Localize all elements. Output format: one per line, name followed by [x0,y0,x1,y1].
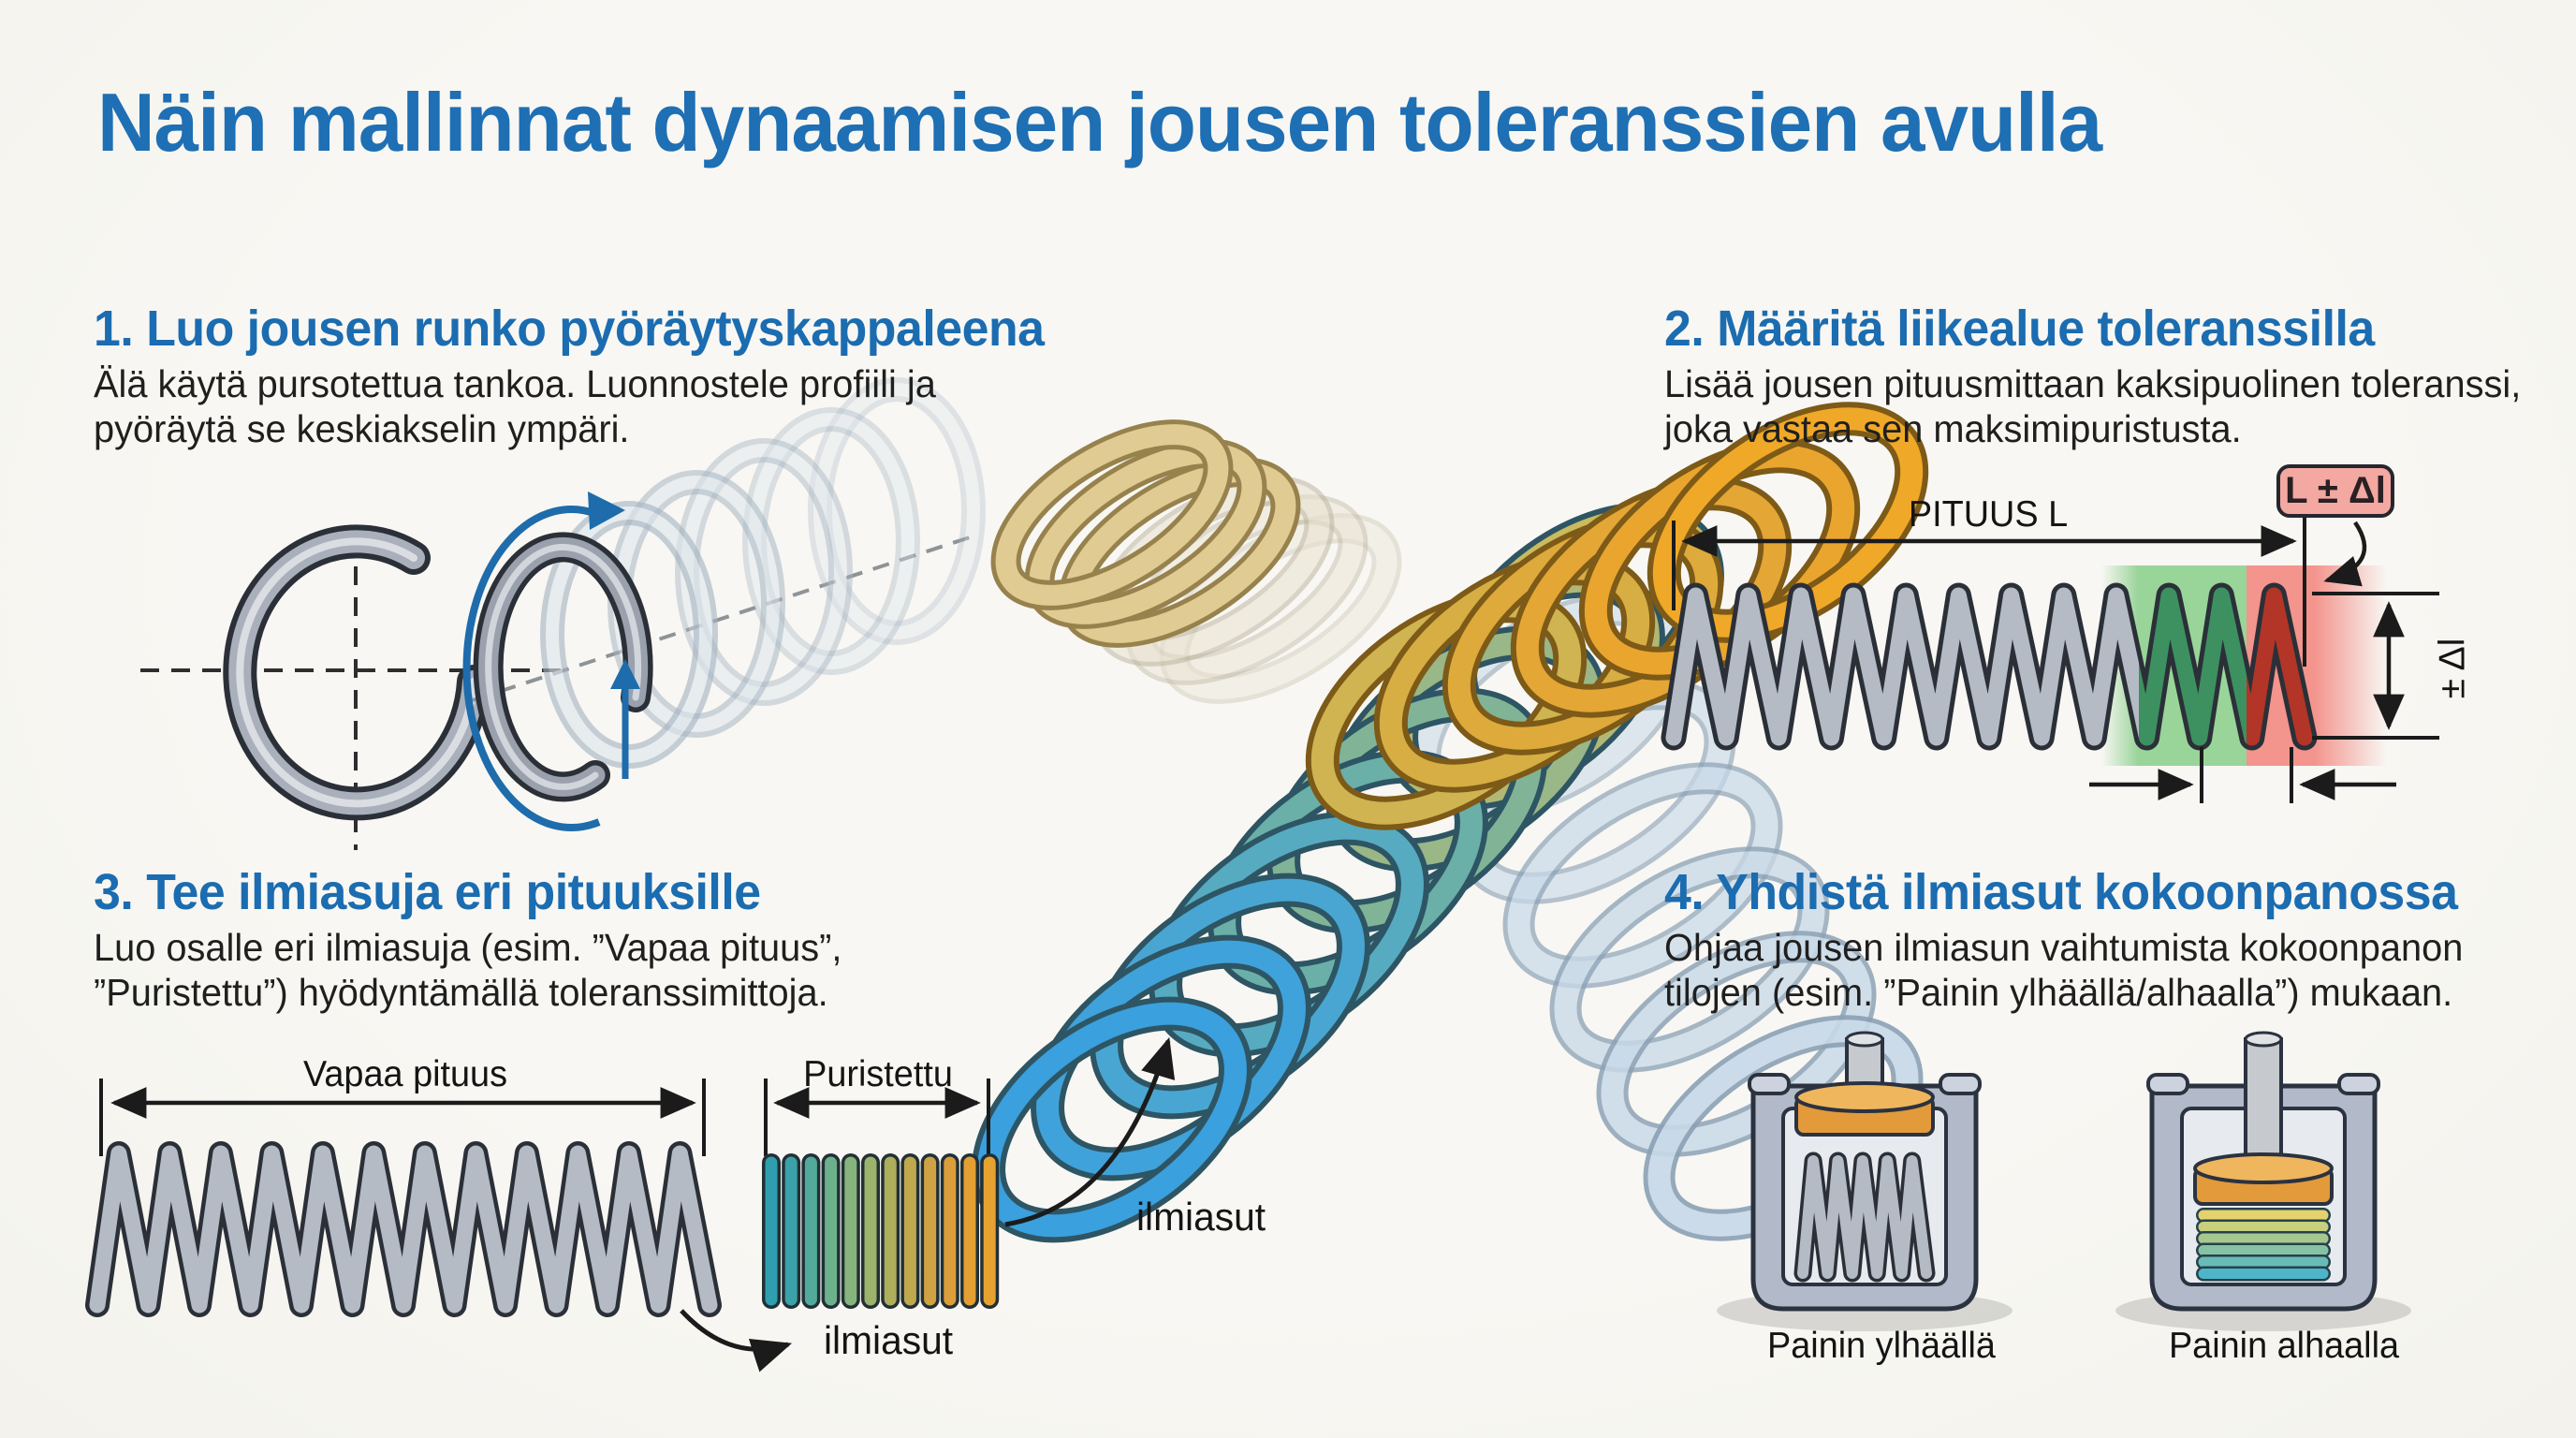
section-2-body: Lisää jousen pituusmittaan kaksipuolinen… [1664,361,2521,451]
section-4-body: Ohjaa jousen ilmiasun vaihtumista kokoon… [1664,925,2463,1015]
tolerance-vertical-label: ± Δl [2432,638,2473,699]
piston-up-label: Painin ylhäällä [1767,1326,1996,1366]
revolve-spring-diagram [462,377,986,831]
compressed-dimension-label: Puristettu [803,1054,953,1094]
assembly-diagram [1717,1031,2411,1331]
section-3-body: Luo osalle eri ilmiasuja (esim. ”Vapaa p… [94,925,842,1015]
section-2-heading: 2. Määritä liikealue toleranssilla [1664,301,2375,357]
section-3-heading: 3. Tee ilmiasuja eri pituuksille [94,864,761,920]
section-3-body-line-1: Luo osalle eri ilmiasuja (esim. ”Vapaa p… [94,926,842,969]
section-4-body-line-1: Ohjaa jousen ilmiasun vaihtumista kokoon… [1664,926,2464,969]
section-1-body-line-2: pyöräytä se keskiakselin ympäri. [94,407,630,450]
section-3-body-line-2: ”Puristettu”) hyödyntämällä toleranssimi… [94,971,828,1014]
section-2-body-line-2: joka vastaa sen maksimipuristusta. [1664,407,2242,450]
section-1-body: Älä käytä pursotettua tankoa. Luonnostel… [94,361,936,451]
free-length-dimension-label: Vapaa pituus [302,1054,508,1094]
section-1-body-line-1: Älä käytä pursotettua tankoa. Luonnostel… [94,362,936,405]
piston-down-label: Painin alhaalla [2168,1326,2400,1366]
center-configurations-callout-label: ilmiasut [1136,1195,1266,1239]
tolerance-callout-box: L ± Δl [2276,464,2394,518]
configurations-callout-label: ilmiasut [824,1318,954,1362]
callout-arrows [680,1036,1176,1372]
spring-configurations-cluster [972,402,1929,1243]
length-dimension-label: PITUUS L [1908,494,2069,535]
tolerance-diagram [1661,506,2439,803]
configurations-diagram [85,1078,1000,1317]
page-title: Näin mallinnat dynaamisen jousen toleran… [97,76,2102,169]
section-4-body-line-2: tilojen (esim. ”Painin ylhäällä/alhaalla… [1664,971,2453,1014]
section-4-heading: 4. Yhdistä ilmiasut kokoonpanossa [1664,864,2458,920]
section-1-heading: 1. Luo jousen runko pyöräytyskappaleena [94,301,1045,357]
section-2-body-line-1: Lisää jousen pituusmittaan kaksipuolinen… [1664,362,2522,405]
